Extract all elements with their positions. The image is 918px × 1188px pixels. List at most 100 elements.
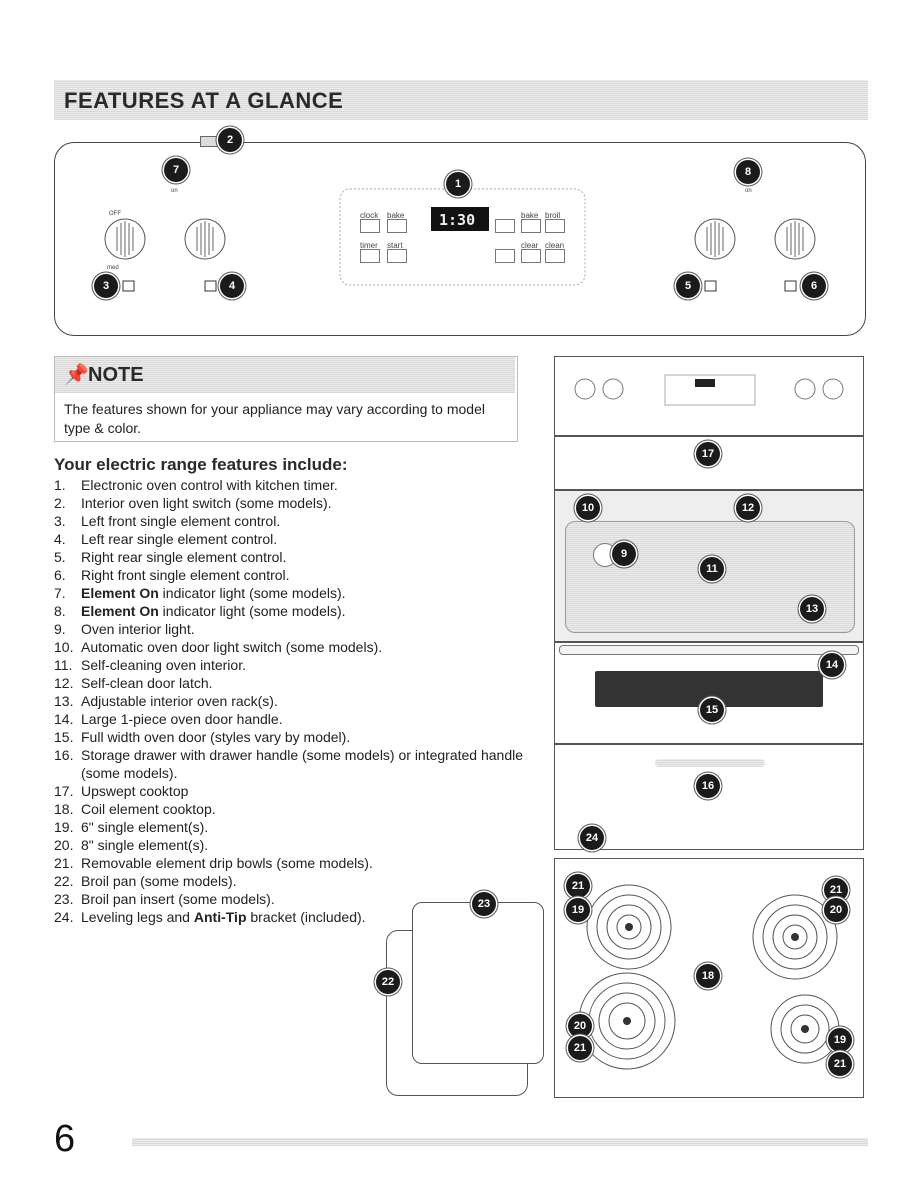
callout-4: 4: [220, 274, 244, 298]
feature-text-rest: Right front single element control.: [81, 567, 290, 583]
feature-number: 16.: [54, 747, 74, 763]
feature-item: 18. Coil element cooktop.: [54, 800, 534, 818]
feature-item: 5.Right rear single element control.: [54, 548, 534, 566]
feature-text-rest: Self-cleaning oven interior.: [81, 657, 246, 673]
feature-text: Left front single element control.: [81, 512, 280, 530]
bake-button-label: bake: [521, 211, 539, 220]
feature-text: 6" single element(s).: [81, 818, 208, 836]
callout-17: 17: [696, 442, 720, 466]
feature-item: 17.Upswept cooktop: [54, 782, 534, 800]
callout-3: 3: [94, 274, 118, 298]
feature-item: 10. Automatic oven door light switch (som…: [54, 638, 534, 656]
note-title: NOTE: [88, 364, 144, 386]
knob-off-label: OFF: [109, 211, 121, 217]
feature-number: 22.: [54, 873, 74, 889]
callout-15: 15: [700, 698, 724, 722]
feature-text-rest: Coil element cooktop.: [81, 801, 216, 817]
range-backguard-illustration: [554, 356, 864, 436]
feature-item: 7.Element On indicator light (some model…: [54, 584, 534, 602]
feature-text: Coil element cooktop.: [81, 800, 216, 818]
feature-item: 8. Element On indicator light (some model…: [54, 602, 534, 620]
feature-text-rest: Storage drawer with drawer handle (some …: [81, 747, 524, 781]
feature-text: 8" single element(s).: [81, 836, 208, 854]
feature-number: 4.: [54, 531, 66, 547]
control-panel-drawing: [104, 188, 816, 292]
feature-number: 12.: [54, 675, 74, 691]
callout-11: 11: [700, 557, 724, 581]
backguard-drawing: [574, 374, 844, 406]
callout-21: 21: [566, 874, 590, 898]
feature-text-rest: Right rear single element control.: [81, 549, 287, 565]
feature-number: 23.: [54, 891, 74, 907]
feature-text-rest: Adjustable interior oven rack(s).: [81, 693, 278, 709]
features-list: 1.Electronic oven control with kitchen t…: [54, 476, 534, 926]
callout-16: 16: [696, 774, 720, 798]
on-indicator-label-left: on: [171, 188, 178, 194]
timer-button-label: timer: [360, 241, 378, 250]
callout-7: 7: [164, 158, 188, 182]
bake-button[interactable]: [521, 219, 541, 233]
feature-text: Automatic oven door light switch (some m…: [81, 638, 382, 656]
callout-6: 6: [802, 274, 826, 298]
callout-14: 14: [820, 653, 844, 677]
callout-21: 21: [824, 878, 848, 902]
knob-med-label: med: [107, 265, 119, 271]
callout-20: 20: [824, 898, 848, 922]
start-time-button[interactable]: [387, 249, 407, 263]
feature-text: Element On indicator light (some models)…: [81, 602, 346, 620]
clean-button[interactable]: [545, 249, 565, 263]
feature-number: 8.: [54, 603, 66, 619]
feature-text: Oven interior light.: [81, 620, 195, 638]
broil-button-label: broil: [545, 211, 561, 220]
feature-text-prefix: Leveling legs and: [81, 909, 194, 925]
feature-item: 21. Removable element drip bowls (some mo…: [54, 854, 534, 872]
footer-bar: [132, 1138, 868, 1146]
feature-number: 21.: [54, 855, 74, 871]
feature-text: Removable element drip bowls (some model…: [81, 854, 373, 872]
broil-button[interactable]: [545, 219, 565, 233]
callout-19: 19: [566, 898, 590, 922]
bake-time-button[interactable]: [387, 219, 407, 233]
feature-item: 22.Broil pan (some models).: [54, 872, 534, 890]
up-arrow-button[interactable]: [495, 219, 515, 233]
feature-item: 1.Electronic oven control with kitchen t…: [54, 476, 534, 494]
callout-12: 12: [736, 496, 760, 520]
section-title: FEATURES AT A GLANCE: [64, 88, 344, 113]
feature-number: 10.: [54, 639, 74, 655]
feature-number: 20.: [54, 837, 74, 853]
feature-text: Self-cleaning oven interior.: [81, 656, 246, 674]
callout-21: 21: [828, 1052, 852, 1076]
feature-text: Broil pan insert (some models).: [81, 890, 275, 908]
note-text: The features shown for your appliance ma…: [64, 401, 485, 436]
callout-19: 19: [828, 1028, 852, 1052]
feature-text: Full width oven door (styles vary by mod…: [81, 728, 350, 746]
feature-text-rest: Self-clean door latch.: [81, 675, 213, 691]
note-header-bar: [55, 357, 515, 393]
feature-text-rest: Broil pan insert (some models).: [81, 891, 275, 907]
feature-item: 24.Leveling legs and Anti-Tip bracket (i…: [54, 908, 534, 926]
feature-number: 18.: [54, 801, 74, 817]
clock-button[interactable]: [360, 219, 380, 233]
note-box: [54, 356, 518, 442]
feature-text: Adjustable interior oven rack(s).: [81, 692, 278, 710]
callout-8: 8: [736, 160, 760, 184]
feature-item: 4.Left rear single element control.: [54, 530, 534, 548]
start-time-button-label: start: [387, 241, 403, 250]
feature-number: 7.: [54, 585, 66, 601]
feature-text-bold: Anti-Tip: [193, 909, 247, 925]
clear-button[interactable]: [521, 249, 541, 263]
feature-item: 2.Interior oven light switch (some model…: [54, 494, 534, 512]
feature-text-rest: indicator light (some models).: [158, 603, 346, 619]
timer-button[interactable]: [360, 249, 380, 263]
bake-time-button-label: bake: [387, 211, 405, 220]
section-header-bar: [54, 80, 868, 120]
feature-text-rest: Large 1-piece oven door handle.: [81, 711, 283, 727]
feature-number: 17.: [54, 783, 74, 799]
feature-text: Leveling legs and Anti-Tip bracket (incl…: [81, 908, 366, 926]
feature-text-rest: Electronic oven control with kitchen tim…: [81, 477, 338, 493]
feature-number: 19.: [54, 819, 74, 835]
feature-item: 20. 8" single element(s).: [54, 836, 534, 854]
drawer-handle: [655, 759, 765, 767]
clean-button-label: clean: [545, 241, 565, 250]
down-arrow-button[interactable]: [495, 249, 515, 263]
